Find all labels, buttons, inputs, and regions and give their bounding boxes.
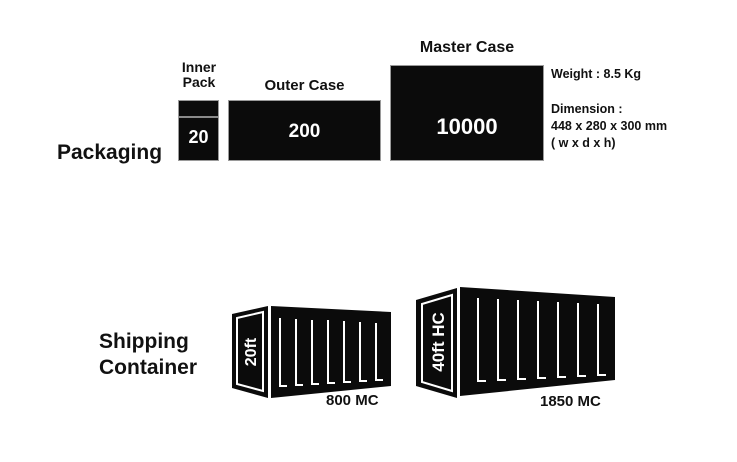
container-20ft-door: [232, 306, 268, 398]
container-20ft-capacity: 800 MC: [326, 392, 379, 409]
weight-text: Weight : 8.5 Kg: [551, 67, 642, 81]
dimension-value: 448 x 280 x 300 mm: [551, 119, 668, 133]
inner-pack-box: 20: [178, 100, 219, 161]
shipping-title: Shipping Container: [99, 329, 197, 381]
container-20ft-type: 20ft: [243, 337, 260, 366]
master-case-box: 10000: [390, 65, 544, 161]
packaging-title: Packaging: [57, 141, 163, 164]
container-20ft-ribs: [279, 318, 383, 387]
outer-case-value: 200: [288, 121, 321, 142]
dimension-note: ( w x d x h): [551, 136, 616, 150]
master-case-label: Master Case: [419, 39, 515, 56]
container-40ft-hc-ribs: [477, 298, 606, 382]
inner-pack-label-line2: Pack: [182, 74, 216, 90]
container-40ft-hc-type: 40ft HC: [429, 312, 448, 372]
container-40ft-hc-capacity: 1850 MC: [540, 393, 601, 410]
container-20ft-body: [271, 306, 391, 398]
inner-pack-label: Inner Pack: [172, 60, 226, 90]
master-case-value: 10000: [436, 114, 498, 139]
shipping-title-line1: Shipping: [99, 330, 189, 353]
master-case-specs: Weight : 8.5 Kg Dimension : 448 x 280 x …: [551, 66, 667, 152]
shipping-title-line2: Container: [99, 356, 198, 379]
inner-pack-label-line1: Inner: [181, 59, 217, 75]
container-40ft-hc-icon: 40ft HC: [416, 287, 615, 398]
container-20ft-icon: 20ft: [232, 306, 391, 398]
dimension-label: Dimension :: [551, 102, 623, 116]
outer-case-box: 200: [228, 100, 381, 161]
inner-pack-divider: [179, 116, 218, 118]
container-40ft-hc-door: [416, 288, 457, 398]
outer-case-label: Outer Case: [264, 77, 345, 94]
inner-pack-value: 20: [188, 127, 209, 147]
